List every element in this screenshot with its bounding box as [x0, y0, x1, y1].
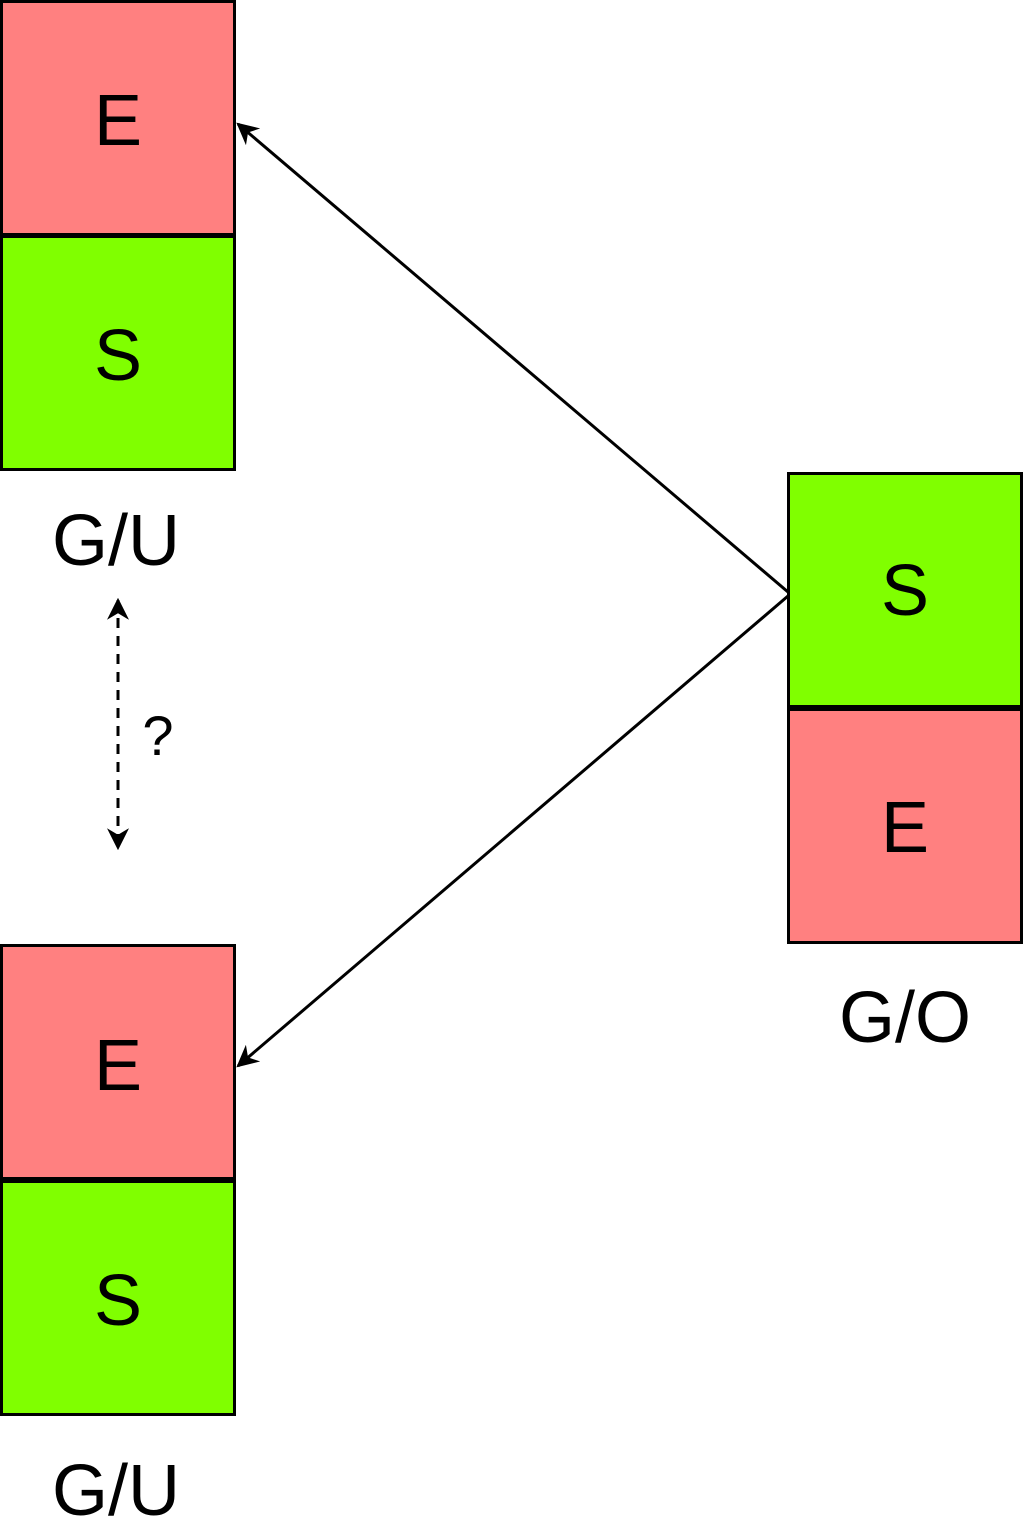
stack-right: S E G/O — [787, 472, 1023, 1058]
stack-top-left-box-top — [0, 0, 236, 236]
stack-right-box-top — [787, 472, 1023, 708]
stack-bottom-left-box-bottom-label: S — [94, 1261, 142, 1341]
stack-right-box-top-label: S — [881, 551, 929, 631]
stack-bottom-left-box-bottom — [0, 1180, 236, 1416]
stack-bottom-left-box-top-label: E — [94, 1026, 142, 1106]
stack-bottom-left: E S G/U — [0, 944, 236, 1520]
stack-right-box-bottom — [787, 708, 1023, 944]
stack-top-left-box-bottom — [0, 235, 236, 471]
arrow-to-bottom-left — [236, 594, 789, 1068]
arrow-to-top-left — [236, 122, 789, 594]
stack-bottom-left-group-label: G/U — [52, 1451, 180, 1520]
stack-bottom-left-box-top — [0, 944, 236, 1180]
stack-top-left-box-bottom-label: S — [94, 316, 142, 396]
stack-top-left: E S G/U — [0, 0, 236, 581]
stack-top-left-group-label: G/U — [52, 501, 180, 581]
stack-top-left-box-top-label: E — [94, 81, 142, 161]
relation-question-label: ? — [142, 704, 173, 767]
stack-right-group-label: G/O — [839, 978, 971, 1058]
stack-right-box-bottom-label: E — [881, 788, 929, 868]
